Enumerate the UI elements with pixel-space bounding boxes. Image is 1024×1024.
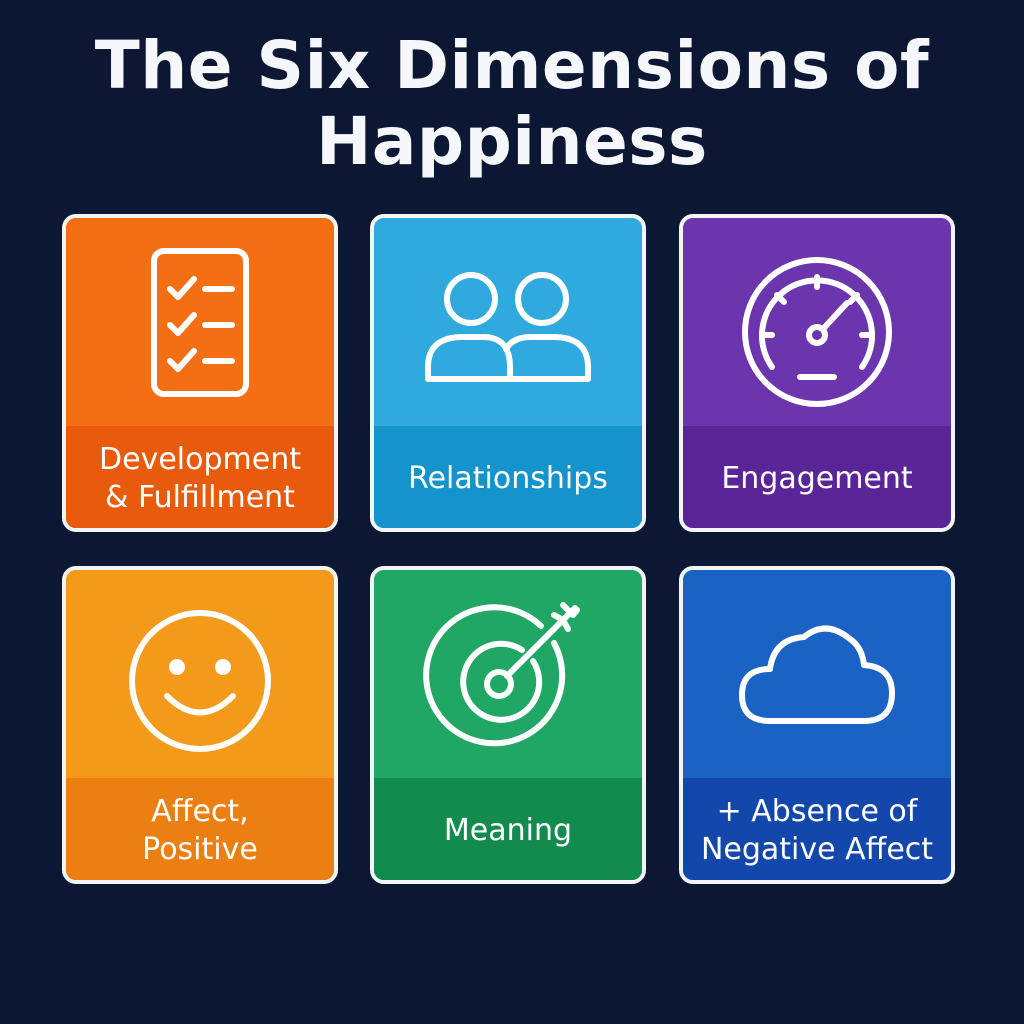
page-title: The Six Dimensions of Happiness [94,27,930,180]
tile-label: Relationships [408,461,608,496]
tile-label-area: + Absence of Negative Affect [683,778,951,880]
tile-icon-area [374,570,642,778]
tile-label: Affect, Positive [142,794,258,867]
tile-icon-area [683,218,951,426]
tile-label-area: Relationships [374,426,642,528]
smiley-icon [129,610,271,752]
cloud-icon [739,625,895,724]
tile-label-area: Engagement [683,426,951,528]
tile-icon-area [66,218,334,426]
tile-label: + Absence of Negative Affect [700,794,934,867]
tile-engagement: Engagement [679,214,955,532]
tile-label: Engagement [721,461,913,496]
tile-label: Meaning [443,813,573,848]
tile-icon-area [66,570,334,778]
tile-label-area: Affect, Positive [66,778,334,880]
tile-label-area: Development & Fulfillment [66,426,334,528]
gauge-icon [742,257,892,407]
tile-label: Development & Fulfillment [99,442,301,515]
tile-development-fulfillment: Development & Fulfillment [62,214,338,532]
tile-relationships: Relationships [370,214,646,532]
tile-icon-area [683,570,951,778]
tile-icon-area [374,218,642,426]
tile-meaning: Meaning [370,566,646,884]
target-icon [423,602,580,747]
tile-label-area: Meaning [374,778,642,880]
people-icon [425,272,591,382]
tile-affect-positive: Affect, Positive [62,566,338,884]
checklist-icon [151,248,249,397]
tile-absence-negative-affect: + Absence of Negative Affect [679,566,955,884]
